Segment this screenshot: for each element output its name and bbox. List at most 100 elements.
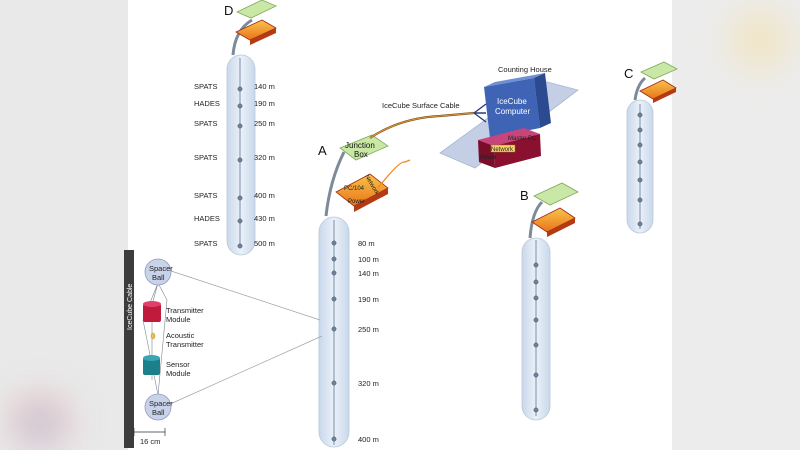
- sensor-marker: [237, 103, 243, 109]
- junction-label-1: Junction: [345, 141, 375, 150]
- strut-lower-right: [157, 299, 168, 396]
- sensor-marker: [237, 243, 243, 249]
- power-label: Power: [348, 199, 365, 205]
- orange-power-cable: [377, 159, 411, 189]
- icecube-surface-cable: [369, 111, 475, 139]
- string-d-depth-label: 250 m: [254, 119, 275, 128]
- icecube-computer-top: [484, 73, 545, 87]
- pc-box-c: [639, 79, 677, 100]
- spacer-bottom-label-1: Spacer: [149, 399, 173, 408]
- sensor-marker: [637, 127, 643, 133]
- junction-box-d: [236, 0, 277, 19]
- sensor-markers: [237, 86, 643, 442]
- sensor-label-2: Module: [166, 369, 191, 378]
- surface-cable-label: IceCube Surface Cable: [382, 101, 460, 110]
- acoustic-label-1: Acoustic: [166, 331, 195, 340]
- string-d-instrument-label: SPATS: [194, 82, 217, 91]
- sensor-module: [143, 358, 160, 375]
- string-d-instrument-label: SPATS: [194, 119, 217, 128]
- left-background-panel: [0, 0, 128, 450]
- surface-link: IceCube Surface Cable: [369, 101, 475, 139]
- string-d-instrument-label: SPATS: [194, 191, 217, 200]
- sensor-marker: [331, 240, 337, 246]
- sensor-marker: [533, 407, 539, 413]
- sensor-marker: [637, 177, 643, 183]
- network-label-house: Network: [491, 147, 514, 153]
- zoom-line-bottom: [167, 335, 323, 406]
- strut-right: [157, 282, 168, 301]
- label-c: C: [624, 66, 633, 81]
- sensor-marker: [533, 372, 539, 378]
- zoom-line-top: [167, 269, 321, 321]
- sensor-marker: [331, 256, 337, 262]
- master-pc-top: [478, 128, 540, 146]
- string-d-instrument-label: SPATS: [194, 153, 217, 162]
- string-a-depth-label: 140 m: [358, 269, 379, 278]
- icecube-computer-label-2: Computer: [495, 107, 530, 116]
- string-a: A Junction Box PC/104 Power Network: [318, 134, 411, 448]
- pc-box-a-side: [354, 188, 388, 212]
- scale-label: 16 cm: [140, 437, 160, 446]
- sensor-marker: [533, 342, 539, 348]
- cable-c-surface: [633, 76, 647, 101]
- instrument-detail: IceCube Cable Spacer Ball Transmitter Mo…: [124, 250, 204, 448]
- pc-box-b: [531, 207, 576, 233]
- junction-box-c: [640, 61, 678, 80]
- sensor-marker: [637, 112, 643, 118]
- string-b: B: [520, 182, 579, 421]
- ice-column-d: [226, 54, 256, 256]
- string-a-depth-label: 80 m: [358, 239, 375, 248]
- string-d-depth-label: 500 m: [254, 239, 275, 248]
- bg-blob-blue: [20, 405, 60, 445]
- master-pc-label: Master PC: [508, 136, 537, 142]
- string-a-depth-label: 250 m: [358, 325, 379, 334]
- icecube-cable-bar: [124, 250, 134, 448]
- power-label-house: Power: [480, 155, 497, 161]
- icecube-computer-label-1: IceCube: [497, 97, 527, 106]
- pc-box-c-side: [653, 88, 676, 103]
- sensor-marker: [237, 86, 243, 92]
- cable-a-surface: [324, 151, 346, 217]
- string-d: D: [224, 0, 277, 256]
- spacer-top-label-2: Ball: [152, 273, 165, 282]
- surface-station-d: [235, 0, 277, 45]
- icecube-cable-label: IceCube Cable: [127, 284, 134, 330]
- sensor-marker: [533, 262, 539, 268]
- sensor-marker: [533, 317, 539, 323]
- label-d: D: [224, 3, 233, 18]
- acoustic-label-2: Transmitter: [166, 340, 204, 349]
- string-c: C: [624, 61, 678, 234]
- string-d-depth-label: 320 m: [254, 153, 275, 162]
- sensor-marker: [637, 142, 643, 148]
- string-d-instrument-label: HADES: [194, 214, 220, 223]
- counting-house: Counting House IceCube Computer Master P…: [439, 65, 579, 169]
- acoustic-transmitter: [150, 332, 156, 340]
- junction-box-b: [533, 182, 579, 206]
- counting-house-label: Counting House: [498, 65, 552, 74]
- string-d-instrument-label: SPATS: [194, 239, 217, 248]
- sensor-marker: [637, 197, 643, 203]
- string-a-depth-label: 400 m: [358, 435, 379, 444]
- sensor-marker: [237, 195, 243, 201]
- sensor-marker: [331, 296, 337, 302]
- transmitter-label-1: Transmitter: [166, 306, 204, 315]
- junction-label-2: Box: [354, 150, 368, 159]
- string-d-depth-label: 140 m: [254, 82, 275, 91]
- cable-b-surface: [528, 200, 544, 239]
- surface-station-c: [639, 61, 678, 103]
- sensor-label-1: Sensor: [166, 360, 190, 369]
- pc-box-b-side: [547, 218, 575, 237]
- right-background-panel: [672, 0, 800, 450]
- sensor-marker: [237, 218, 243, 224]
- pc-box-d-side: [250, 28, 276, 45]
- surface-station-a: [335, 134, 411, 212]
- string-d-instrument-label: HADES: [194, 99, 220, 108]
- string-a-depth-label: 100 m: [358, 255, 379, 264]
- sensor-module-top: [143, 355, 160, 361]
- transmitter-module: [143, 304, 161, 322]
- bg-blob-yellow: [730, 10, 790, 70]
- transmitter-module-top: [143, 301, 161, 307]
- spacer-ball-bottom: [144, 393, 172, 421]
